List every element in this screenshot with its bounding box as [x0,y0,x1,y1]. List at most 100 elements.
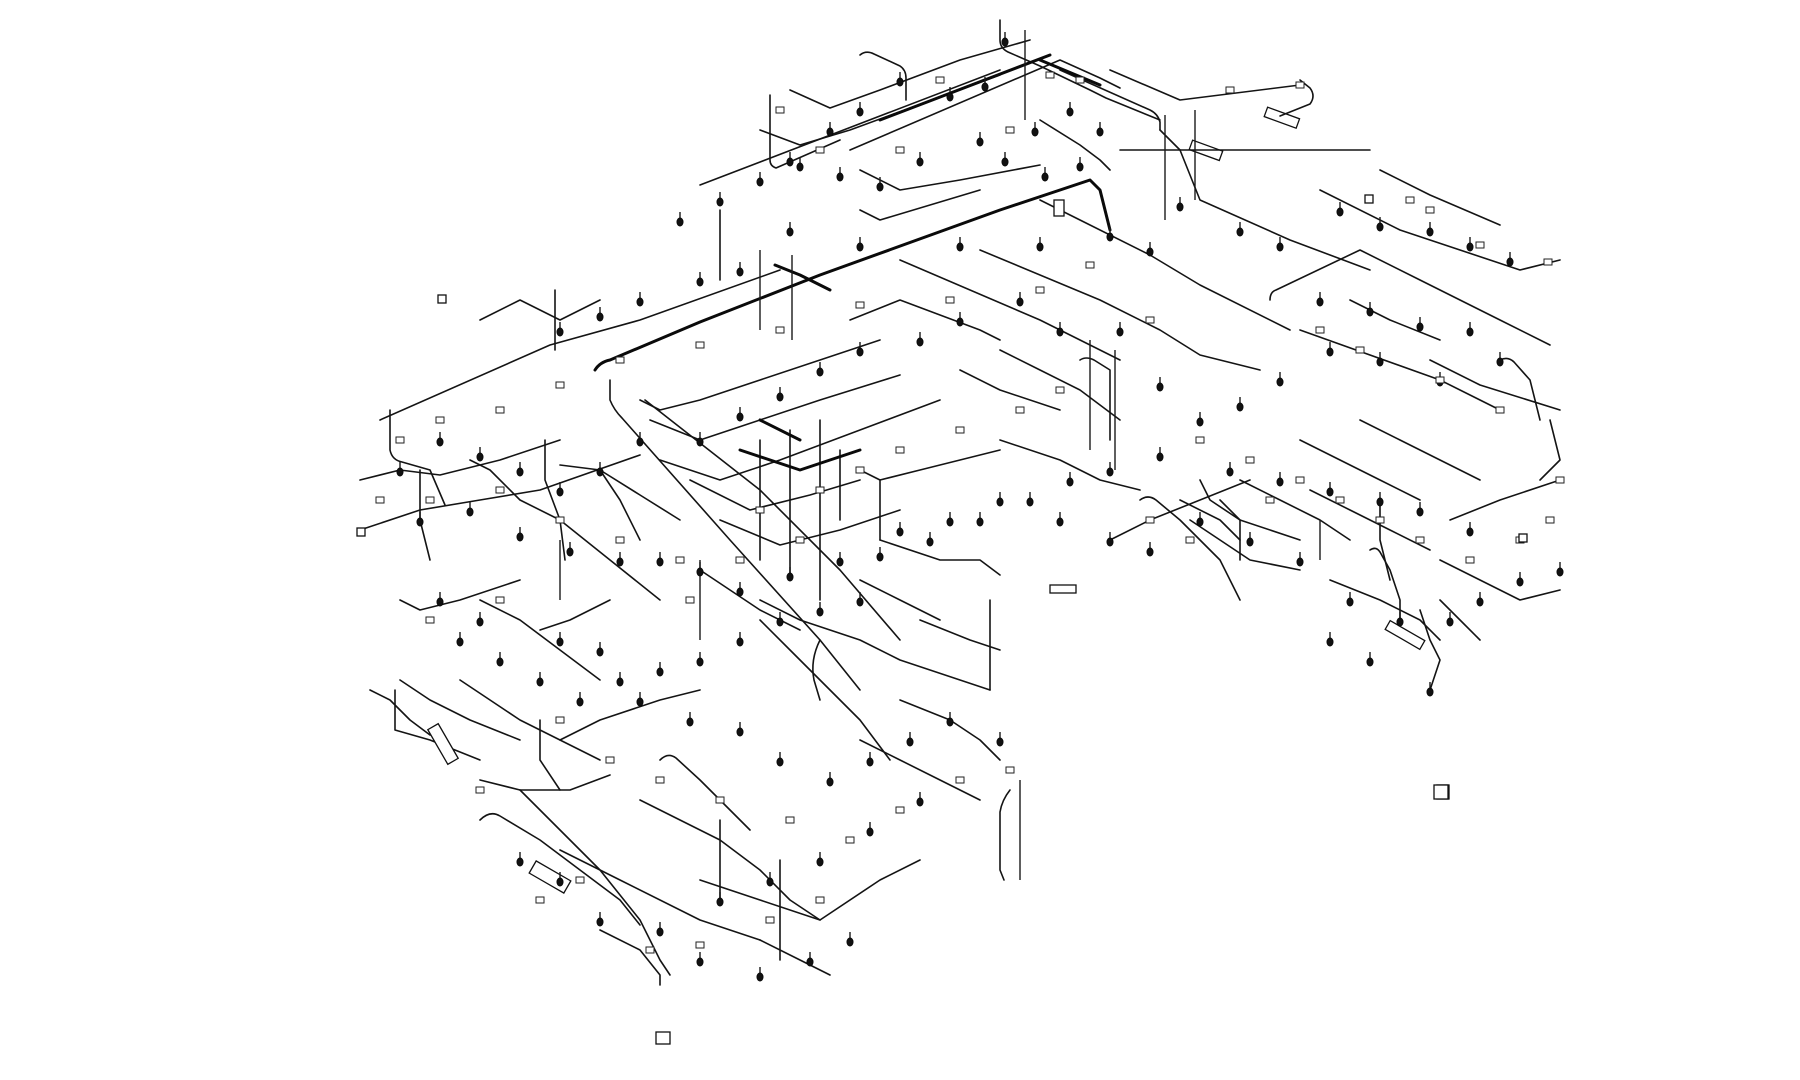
west-wing-piping [359,269,781,791]
valve-fitting [1045,71,1055,79]
sprinkler-head [996,737,1004,747]
valve-fitting [945,296,955,304]
sprinkler-head [1466,242,1474,252]
sprinkler-head [466,507,474,517]
sprinkler-head [1396,617,1404,627]
sprinkler-head [736,412,744,422]
sprinkler-head [916,157,924,167]
valve-fitting [685,596,695,604]
sprinkler-head [596,312,604,322]
sprinkler-head [866,757,874,767]
sprinkler-head [556,487,564,497]
sprinkler-head [1366,307,1374,317]
valve-fitting [955,426,965,434]
valve-fitting [1543,258,1553,266]
valve-fitting [1495,406,1505,414]
sprinkler-head [1106,232,1114,242]
valve-fitting [955,776,965,784]
sprinkler-head [396,467,404,477]
valve-fitting [1145,316,1155,324]
sprinkler-head [1236,227,1244,237]
sprinkler-head [1146,547,1154,557]
valve-fitting [1355,346,1365,354]
valve-fitting [575,876,585,884]
sprinkler-head [1426,687,1434,697]
sprinkler-head [516,467,524,477]
sprinkler-head [476,617,484,627]
sprinkler-head [856,107,864,117]
sprinkler-head [656,557,664,567]
sprinkler-head [696,657,704,667]
valve-fitting [495,596,505,604]
sprinkler-head [656,667,664,677]
sprinkler-head [1106,467,1114,477]
valve-fitting [695,341,705,349]
sprinkler-head [906,737,914,747]
sprinkler-head [1496,357,1504,367]
sprinkler-head [1296,557,1304,567]
sprinkler-head [1346,597,1354,607]
sprinkler-head [1516,577,1524,587]
sprinkler-head [456,637,464,647]
valve-fitting [655,776,665,784]
sprinkler-head [1276,377,1284,387]
valve-fitting [555,716,565,724]
sprinkler-head [416,517,424,527]
sprinkler-head [1366,657,1374,667]
sprinkler-head [856,597,864,607]
sprinkler-head [736,267,744,277]
sprinkler-head [916,797,924,807]
sprinkler-head [596,647,604,657]
valve-fitting [1315,326,1325,334]
sprinkler-head [1036,242,1044,252]
sprinkler-head [1001,37,1009,47]
sprinkler-head [866,827,874,837]
sprinkler-head [696,957,704,967]
sprinkler-head [636,437,644,447]
valve-fitting [1245,456,1255,464]
sprinkler-head [1446,617,1454,627]
sprinkler-head [1096,127,1104,137]
sprinkler-head [1476,597,1484,607]
loose-fittings [356,194,1528,1045]
valve-fitting [1035,286,1045,294]
valve-fitting [775,326,785,334]
sprinkler-head [1326,347,1334,357]
sprinkler-head [796,162,804,172]
valve-fitting [895,446,905,454]
sprinkler-head [1376,357,1384,367]
sprinkler-head [1156,382,1164,392]
sprinkler-head [956,242,964,252]
sprinkler-head [956,317,964,327]
sprinkler-head [1041,172,1049,182]
sprinkler-head [836,557,844,567]
valve-fitting [1295,81,1305,89]
sprinkler-head [1236,402,1244,412]
sprinkler-head [476,452,484,462]
valve-fitting [855,301,865,309]
sprinkler-head [636,697,644,707]
sprinkler-head [856,242,864,252]
sprinkler-head [636,297,644,307]
sprinkler-head [786,227,794,237]
valve-fitting [615,536,625,544]
sprinkler-head [676,217,684,227]
valve-fitting [855,466,865,474]
sprinkler-head [1196,417,1204,427]
sprinkler-head [1196,517,1204,527]
valve-fitting [675,556,685,564]
sprinkler-head [1276,477,1284,487]
sprinkler-head [826,127,834,137]
sprinkler-head [876,552,884,562]
sprinkler-head [976,517,984,527]
valve-fitting [1005,126,1015,134]
sprinkler-head [976,137,984,147]
sprinkler-head [946,717,954,727]
valve-fitting [1375,516,1385,524]
central-core-piping [639,339,1141,761]
sprinkler-head [656,927,664,937]
sprinkler-head [1336,207,1344,217]
sprinkler-head [1146,247,1154,257]
valve-fitting [815,486,825,494]
sprinkler-head [876,182,884,192]
